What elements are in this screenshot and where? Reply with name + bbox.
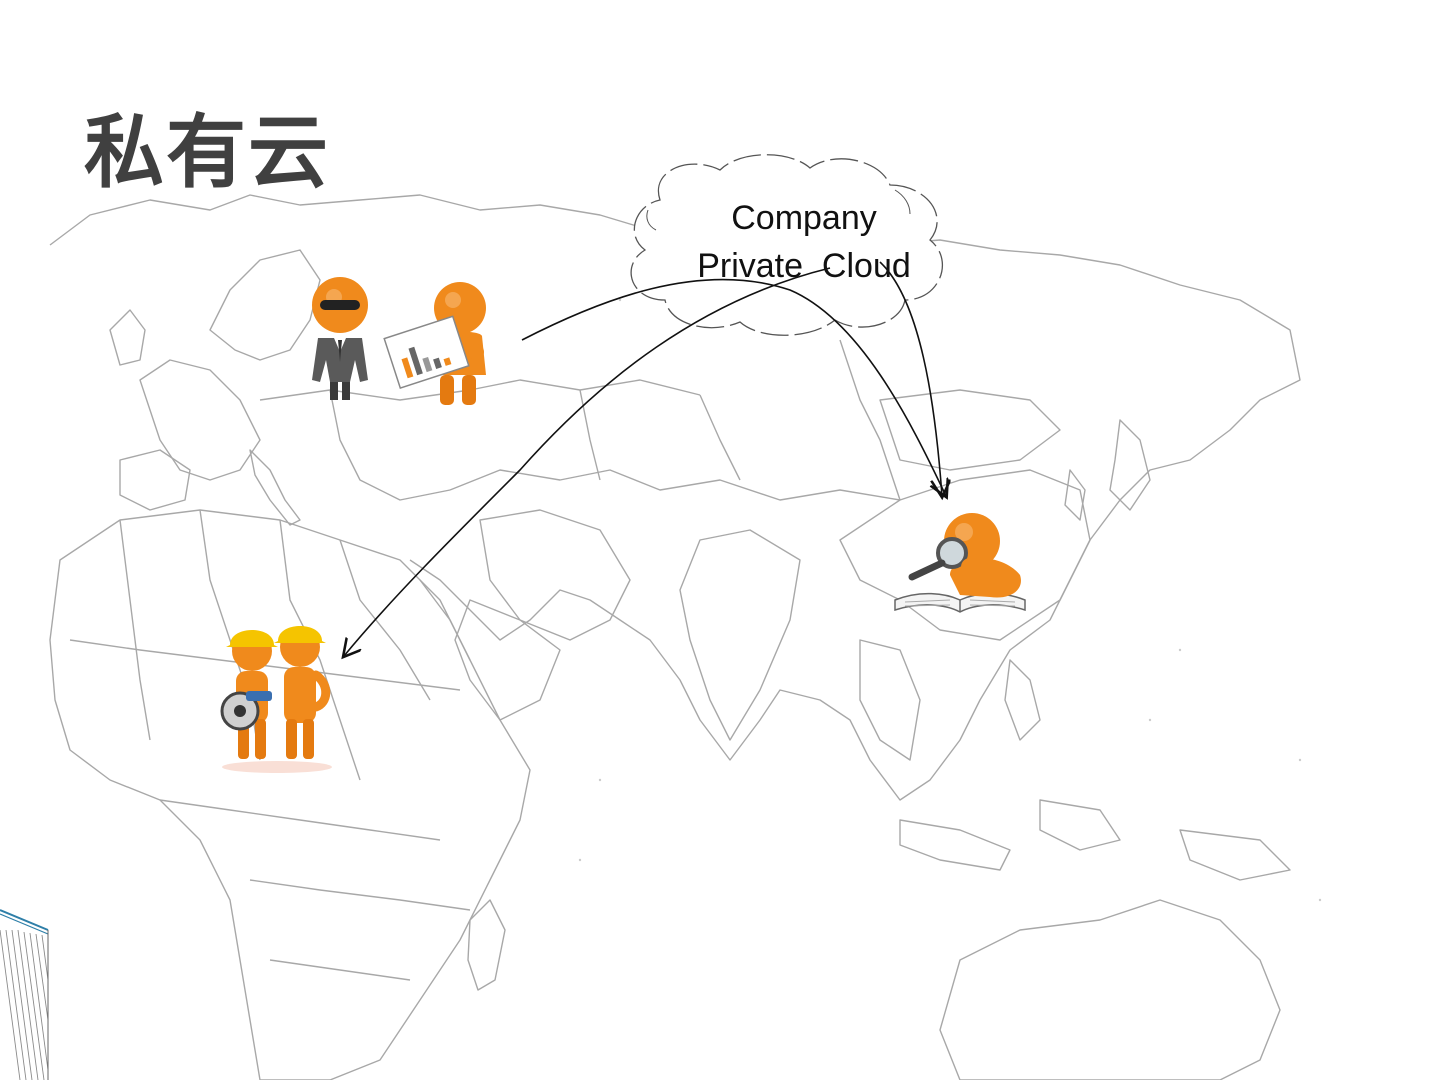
manager-and-presenter-figures-icon — [312, 277, 486, 405]
philippines — [1004, 659, 1041, 741]
border-5 — [699, 394, 741, 481]
japan — [1109, 419, 1151, 511]
iberia — [119, 449, 191, 511]
madagascar — [467, 899, 506, 991]
corner-hatch-decoration — [0, 909, 49, 1080]
arrow-europe-to-cloud — [521, 278, 946, 496]
arabia — [454, 599, 561, 721]
western-europe — [139, 359, 261, 481]
africa-border-8 — [269, 959, 411, 981]
arrow-cloud-to-africa — [344, 267, 831, 656]
eurasia-coastline — [49, 194, 1301, 801]
middle-east — [479, 509, 631, 641]
border-4 — [579, 389, 601, 481]
indonesia-2 — [1039, 799, 1121, 851]
india — [679, 529, 801, 741]
border-6 — [839, 339, 901, 501]
construction-workers-figures-icon — [220, 626, 332, 773]
new-guinea — [1179, 829, 1291, 881]
thought-cloud-icon — [630, 154, 944, 336]
arrow-cloud-to-asia — [879, 261, 942, 496]
cloud-label-line2: Private Cloud — [697, 247, 911, 285]
africa-border-3 — [279, 519, 361, 781]
africa — [49, 509, 531, 1080]
reader-with-magnifier-figure-icon — [894, 513, 1026, 613]
cloud-label-line1: Company — [731, 199, 877, 237]
indochina — [859, 639, 921, 761]
italy — [249, 449, 301, 526]
border-1 — [259, 379, 701, 401]
cloud-label: Company Private Cloud — [672, 194, 936, 290]
british-isles — [109, 309, 146, 366]
africa-border-4 — [339, 539, 431, 701]
indonesia-1 — [899, 819, 1011, 871]
africa-border-7 — [249, 879, 471, 911]
africa-border-1 — [119, 519, 151, 741]
korea — [1064, 469, 1086, 521]
africa-border-6 — [159, 799, 441, 841]
australia — [939, 899, 1281, 1080]
border-2 — [329, 389, 451, 501]
china — [839, 469, 1091, 641]
slide-title: 私有云 — [84, 106, 330, 199]
border-3 — [449, 469, 901, 501]
red-sea — [419, 579, 471, 661]
mongolia — [879, 389, 1061, 471]
